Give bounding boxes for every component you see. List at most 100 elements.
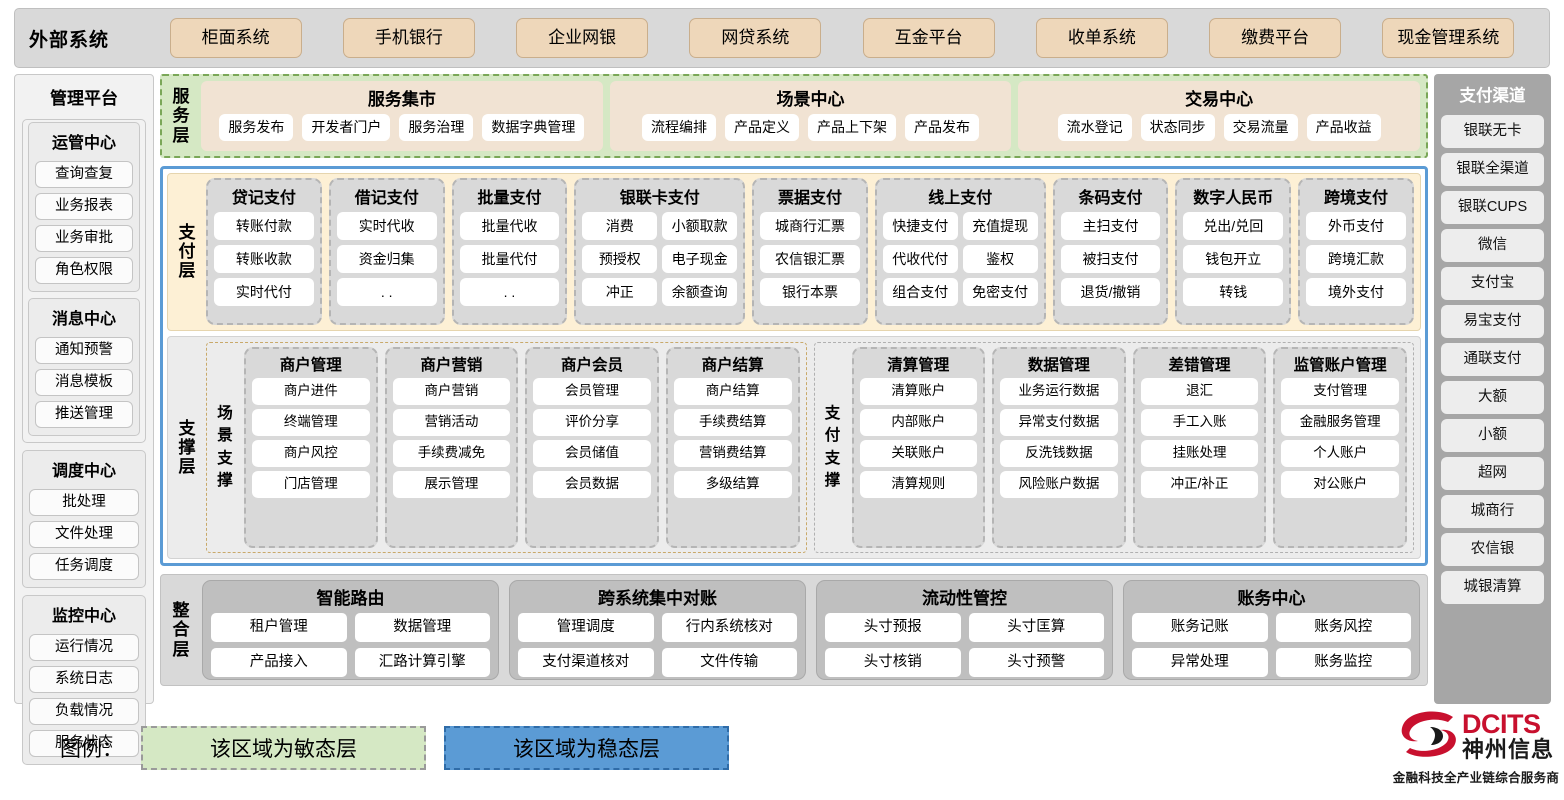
support-item[interactable]: 会员储值 <box>533 440 651 467</box>
support-item[interactable]: 会员数据 <box>533 471 651 498</box>
payment-item[interactable]: 鉴权 <box>962 245 1038 273</box>
service-item[interactable]: 交易流量 <box>1223 114 1298 141</box>
support-item[interactable]: 手续费减免 <box>392 440 511 467</box>
payment-item[interactable]: 兑出/兑回 <box>1183 212 1284 240</box>
support-item[interactable]: 清算规则 <box>859 471 978 498</box>
integration-item[interactable]: 数据管理 <box>354 613 490 642</box>
payment-item[interactable]: 充值提现 <box>962 212 1038 240</box>
payment-item[interactable]: 批量代收 <box>459 212 560 240</box>
payment-item[interactable]: 钱包开立 <box>1183 245 1284 273</box>
management-item[interactable]: 通知预警 <box>35 337 133 364</box>
payment-item[interactable]: 组合支付 <box>882 278 958 306</box>
support-item[interactable]: 冲正/补正 <box>1140 471 1259 498</box>
service-item[interactable]: 服务发布 <box>219 114 294 141</box>
support-item[interactable]: 多级结算 <box>673 471 792 498</box>
support-item[interactable]: 商户进件 <box>252 378 370 405</box>
management-item[interactable]: 负载情况 <box>29 698 139 725</box>
payment-channel-item[interactable]: 银联CUPS <box>1441 191 1544 224</box>
payment-item[interactable]: 小额取款 <box>662 212 738 240</box>
payment-channel-item[interactable]: 小额 <box>1441 419 1544 452</box>
payment-channel-item[interactable]: 支付宝 <box>1441 267 1544 300</box>
integration-item[interactable]: 产品接入 <box>211 648 347 677</box>
payment-item[interactable]: 代收代付 <box>882 245 958 273</box>
external-system-chip[interactable]: 网贷系统 <box>689 18 822 58</box>
payment-item[interactable]: 转账付款 <box>214 212 314 240</box>
support-item[interactable]: 展示管理 <box>392 471 511 498</box>
management-item[interactable]: 系统日志 <box>29 666 139 693</box>
service-item[interactable]: 产品发布 <box>905 114 979 141</box>
integration-item[interactable]: 头寸匡算 <box>968 613 1104 642</box>
support-item[interactable]: 内部账户 <box>859 409 978 436</box>
integration-item[interactable]: 账务记账 <box>1132 613 1268 642</box>
payment-channel-item[interactable]: 银联全渠道 <box>1441 153 1544 186</box>
payment-item[interactable]: 资金归集 <box>336 245 437 273</box>
support-item[interactable]: 异常支付数据 <box>1000 409 1118 436</box>
support-item[interactable]: 营销活动 <box>392 409 511 436</box>
integration-item[interactable]: 头寸核销 <box>825 648 961 677</box>
service-item[interactable]: 产品定义 <box>725 114 799 141</box>
payment-item[interactable]: . . <box>336 278 437 306</box>
support-item[interactable]: 门店管理 <box>252 471 370 498</box>
integration-item[interactable]: 头寸预警 <box>968 648 1104 677</box>
management-item[interactable]: 批处理 <box>29 489 139 516</box>
integration-item[interactable]: 异常处理 <box>1132 648 1268 677</box>
management-item[interactable]: 文件处理 <box>29 521 139 548</box>
service-item[interactable]: 状态同步 <box>1140 114 1215 141</box>
support-item[interactable]: 退汇 <box>1140 378 1259 405</box>
integration-item[interactable]: 账务风控 <box>1275 613 1411 642</box>
management-item[interactable]: 消息模板 <box>35 369 133 396</box>
integration-item[interactable]: 账务监控 <box>1275 648 1411 677</box>
service-item[interactable]: 产品收益 <box>1306 114 1381 141</box>
service-item[interactable]: 流水登记 <box>1057 114 1132 141</box>
support-item[interactable]: 支付管理 <box>1281 378 1399 405</box>
integration-item[interactable]: 汇路计算引擎 <box>354 648 490 677</box>
payment-item[interactable]: 预授权 <box>582 245 658 273</box>
support-item[interactable]: 手续费结算 <box>673 409 792 436</box>
payment-item[interactable]: 外币支付 <box>1306 212 1406 240</box>
integration-item[interactable]: 租户管理 <box>211 613 347 642</box>
external-system-chip[interactable]: 手机银行 <box>342 18 475 58</box>
management-item[interactable]: 运行情况 <box>29 634 139 661</box>
support-item[interactable]: 商户营销 <box>392 378 511 405</box>
payment-item[interactable]: 快捷支付 <box>882 212 958 240</box>
external-system-chip[interactable]: 互金平台 <box>862 18 995 58</box>
external-system-chip[interactable]: 收单系统 <box>1035 18 1168 58</box>
service-item[interactable]: 服务治理 <box>399 114 474 141</box>
payment-item[interactable]: 跨境汇款 <box>1306 245 1406 273</box>
integration-item[interactable]: 文件传输 <box>661 648 797 677</box>
support-item[interactable]: 个人账户 <box>1281 440 1399 467</box>
payment-item[interactable]: 冲正 <box>582 278 658 306</box>
payment-item[interactable]: 主扫支付 <box>1060 212 1161 240</box>
integration-item[interactable]: 头寸预报 <box>825 613 961 642</box>
payment-item[interactable]: 退货/撤销 <box>1060 278 1161 306</box>
payment-channel-item[interactable]: 银联无卡 <box>1441 115 1544 148</box>
support-item[interactable]: 终端管理 <box>252 409 370 436</box>
management-item[interactable]: 业务报表 <box>35 193 133 220</box>
management-item[interactable]: 查询查复 <box>35 161 133 188</box>
management-item[interactable]: 角色权限 <box>35 257 133 284</box>
payment-item[interactable]: 农信银汇票 <box>760 245 860 273</box>
payment-item[interactable]: 转账收款 <box>214 245 314 273</box>
support-item[interactable]: 反洗钱数据 <box>1000 440 1118 467</box>
support-item[interactable]: 风险账户数据 <box>1000 471 1118 498</box>
support-item[interactable]: 商户结算 <box>673 378 792 405</box>
payment-channel-item[interactable]: 大额 <box>1441 381 1544 414</box>
payment-channel-item[interactable]: 易宝支付 <box>1441 305 1544 338</box>
support-item[interactable]: 商户风控 <box>252 440 370 467</box>
payment-item[interactable]: 电子现金 <box>662 245 738 273</box>
payment-channel-item[interactable]: 农信银 <box>1441 533 1544 566</box>
payment-channel-item[interactable]: 城银清算 <box>1441 571 1544 604</box>
management-item[interactable]: 推送管理 <box>35 401 133 428</box>
support-item[interactable]: 业务运行数据 <box>1000 378 1118 405</box>
service-item[interactable]: 开发者门户 <box>302 114 391 141</box>
external-system-chip[interactable]: 企业网银 <box>516 18 649 58</box>
support-item[interactable]: 营销费结算 <box>673 440 792 467</box>
payment-channel-item[interactable]: 城商行 <box>1441 495 1544 528</box>
external-system-chip[interactable]: 柜面系统 <box>169 18 302 58</box>
support-item[interactable]: 清算账户 <box>859 378 978 405</box>
payment-channel-item[interactable]: 微信 <box>1441 229 1544 262</box>
support-item[interactable]: 对公账户 <box>1281 471 1399 498</box>
support-item[interactable]: 金融服务管理 <box>1281 409 1399 436</box>
service-item[interactable]: 产品上下架 <box>808 114 896 141</box>
payment-item[interactable]: 余额查询 <box>662 278 738 306</box>
